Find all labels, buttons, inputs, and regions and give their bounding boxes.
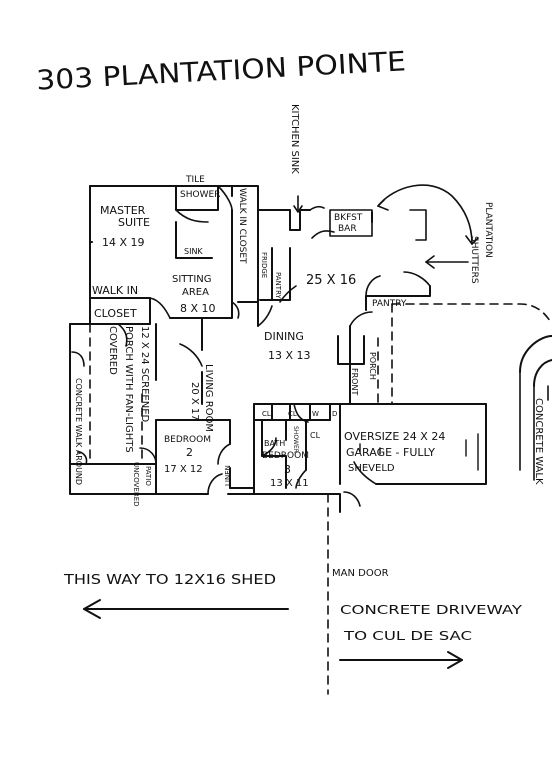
- concrete-walk-lines: [519, 371, 549, 481]
- bedroom3-label: BEDROOM: [262, 451, 309, 461]
- breakfast-bar-outline: [329, 209, 373, 237]
- bedroom3-num: 3: [284, 463, 291, 476]
- sitting-area-label-2: AREA: [182, 287, 209, 298]
- master-suite-label-2: SUITE: [118, 216, 150, 229]
- plantation-label: PLANTATION: [483, 202, 493, 258]
- cl-label-1: CL: [262, 410, 271, 418]
- sink-label: SINK: [184, 247, 203, 256]
- kitchen-sink-marker: [293, 195, 303, 213]
- bedroom2-num: 2: [186, 446, 193, 459]
- kitchen-size: 25 X 16: [306, 273, 356, 288]
- man-door-label: MAN DOOR: [332, 568, 389, 579]
- door-swings: [71, 185, 431, 507]
- bath-label: BATH: [264, 439, 285, 448]
- driveway-label-2: TO CUL DE SAC: [343, 629, 472, 643]
- master-suite-label: MASTER: [100, 204, 146, 217]
- walk-in-closet-left-label-2: CLOSET: [94, 307, 137, 320]
- walk-in-closet-vertical-label: WALK IN CLOSET: [237, 188, 247, 264]
- walk-in-closet-left-label: WALK IN: [92, 284, 138, 297]
- concrete-walk-label: CONCRETE WALK: [533, 398, 544, 485]
- bedroom2-size: 17 X 12: [164, 464, 203, 475]
- patio-label: PATIO: [144, 466, 152, 486]
- shed-direction-label: THIS WAY TO 12X16 SHED: [63, 573, 276, 588]
- concrete-walk-around-label: CONCRETE WALK AROUND: [74, 378, 83, 485]
- pantry-right-label: PANTRY: [372, 299, 407, 309]
- dryer-label: D: [332, 410, 337, 418]
- cl-label-3: CL: [310, 431, 321, 440]
- garage-shelf-marks: [359, 433, 479, 471]
- screened-porch-label-3: COVERED: [107, 326, 118, 375]
- bedroom2-label: BEDROOM: [164, 435, 211, 445]
- plantation-shutters-marks: [377, 184, 479, 269]
- linen-label: LINEN: [224, 465, 232, 486]
- pantry-small-label: PANTRY: [274, 272, 282, 299]
- master-suite-size: 14 X 19: [102, 236, 145, 249]
- driveway-label-1: CONCRETE DRIVEWAY: [340, 603, 523, 617]
- plan-title: 303 PLANTATION POINTE: [36, 46, 407, 96]
- front-porch-label-2: PORCH: [368, 352, 377, 380]
- garage-label-3: SHEVELD: [348, 463, 395, 474]
- dining-label: DINING: [264, 330, 304, 343]
- tile-label: TILE: [185, 175, 205, 185]
- dashed-lines: [89, 303, 552, 695]
- shower-label: SHOWER: [180, 190, 220, 200]
- kitchen-sink-label: KITCHEN SINK: [289, 104, 300, 174]
- bkfst-bar-label: BKFST: [334, 213, 363, 223]
- patio-uncovered-label: UNCOVERED: [132, 462, 140, 507]
- washer-label: W: [312, 410, 319, 418]
- bedroom3-size: 13 X 11: [270, 478, 309, 489]
- screened-porch-label-1: 12 X 24 SCREENED: [139, 326, 150, 423]
- screened-porch-label-2: PORCH WITH FAN-LIGHTS: [123, 326, 134, 453]
- garage-label-1: OVERSIZE 24 X 24: [344, 430, 445, 443]
- dining-size: 13 X 13: [268, 349, 311, 362]
- fridge-label: FRIDGE: [260, 252, 268, 278]
- living-room-label: LIVING ROOM: [203, 364, 214, 432]
- sitting-area-label: SITTING: [172, 274, 212, 285]
- front-porch-label: FRONT: [350, 368, 359, 395]
- right-arrow-icon: [339, 651, 463, 669]
- bkfst-bar-label-2: BAR: [338, 224, 357, 234]
- left-arrow-icon: [83, 599, 289, 619]
- garage-label-2: GARAGE - FULLY: [346, 446, 435, 459]
- sitting-area-size: 8 X 10: [180, 302, 216, 315]
- living-room-size: 20 X 17: [189, 382, 200, 421]
- bath-shower-label: SHOWER: [292, 426, 299, 453]
- shutters-label: SHUTTERS: [469, 236, 479, 284]
- cl-label-2: CL: [288, 410, 297, 418]
- walls: [69, 185, 552, 513]
